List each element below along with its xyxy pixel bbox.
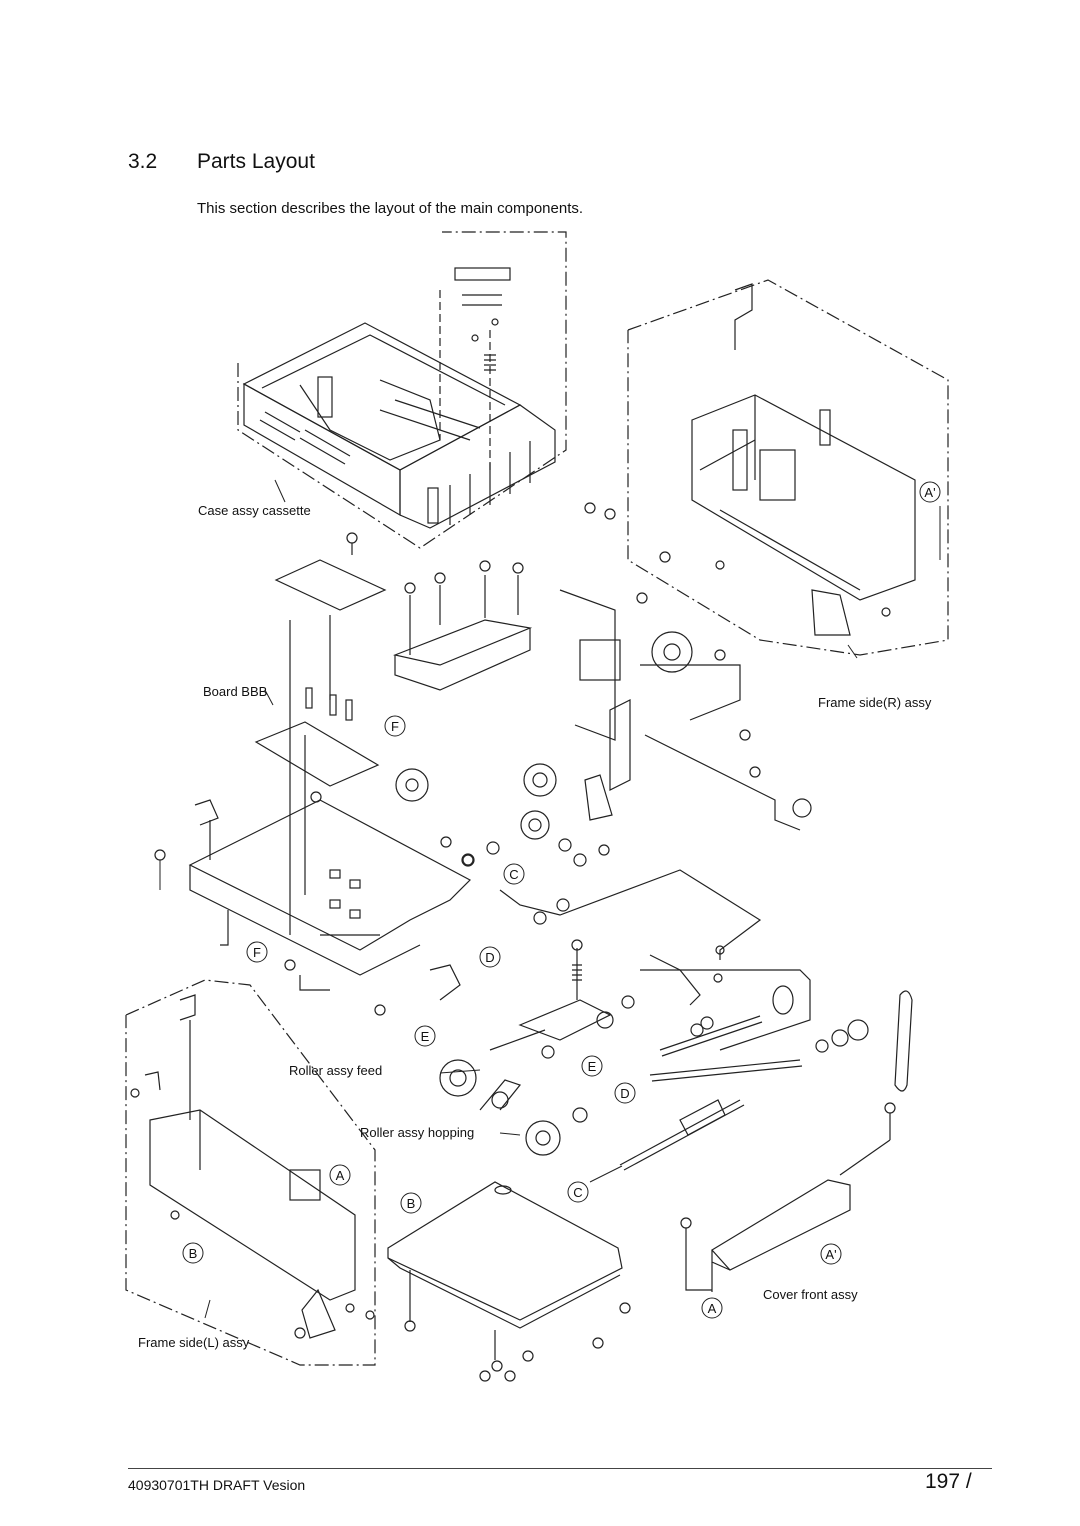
drive-assembly-drawing <box>520 589 812 840</box>
bottom-plate-drawing <box>387 1181 631 1382</box>
frame-side-r-assy-drawing <box>627 279 949 659</box>
callout-b-center: B <box>407 1196 416 1211</box>
callout-a-prime-bottom: A' <box>825 1247 836 1262</box>
section-intro: This section describes the layout of the… <box>197 200 584 217</box>
part-labels: Case assy cassette Board BBB Frame side(… <box>138 503 932 1350</box>
callout-d-upper: D <box>485 950 494 965</box>
callout-c-upper: C <box>509 867 518 882</box>
callout-b-left: B <box>189 1246 198 1261</box>
label-cover-front-assy: Cover front assy <box>763 1287 858 1302</box>
label-roller-assy-hopping: Roller assy hopping <box>360 1125 474 1140</box>
callout-c-lower: C <box>573 1185 582 1200</box>
cover-front-assy-drawing <box>680 1139 891 1292</box>
callout-a-left: A <box>336 1168 345 1183</box>
label-frame-side-l-assy: Frame side(L) assy <box>138 1335 250 1350</box>
callout-e-left: E <box>421 1029 430 1044</box>
shafts-drawing <box>589 985 913 1183</box>
callout-d-lower: D <box>620 1086 629 1101</box>
callout-e-right: E <box>588 1059 597 1074</box>
label-roller-assy-feed: Roller assy feed <box>289 1063 382 1078</box>
label-frame-side-r-assy: Frame side(R) assy <box>818 695 932 710</box>
callout-f-upper: F <box>391 719 399 734</box>
callout-a-bottom: A <box>708 1301 717 1316</box>
callout-letters: A' F C F D E E D A B C B A' A <box>182 481 941 1319</box>
case-assy-cassette-drawing <box>237 231 567 549</box>
frame-side-l-assy-drawing <box>125 979 376 1366</box>
footer-page-number: 197 / <box>925 1470 972 1493</box>
base-chassis-drawing <box>154 735 474 1016</box>
footer-document-id: 40930701TH DRAFT Vesion <box>128 1477 306 1493</box>
section-title: Parts Layout <box>197 150 315 173</box>
callout-f-lower: F <box>253 945 261 960</box>
label-board-bbb: Board BBB <box>203 684 267 699</box>
center-bracket-drawing <box>346 502 671 691</box>
roller-feed-drawing <box>439 939 635 1156</box>
section-number: 3.2 <box>128 150 158 173</box>
board-bbb-drawing <box>254 559 387 935</box>
footer-divider <box>128 1468 992 1469</box>
label-case-assy-cassette: Case assy cassette <box>198 503 311 518</box>
callout-a-prime-top: A' <box>924 485 935 500</box>
gear-train-drawing <box>461 838 811 1051</box>
